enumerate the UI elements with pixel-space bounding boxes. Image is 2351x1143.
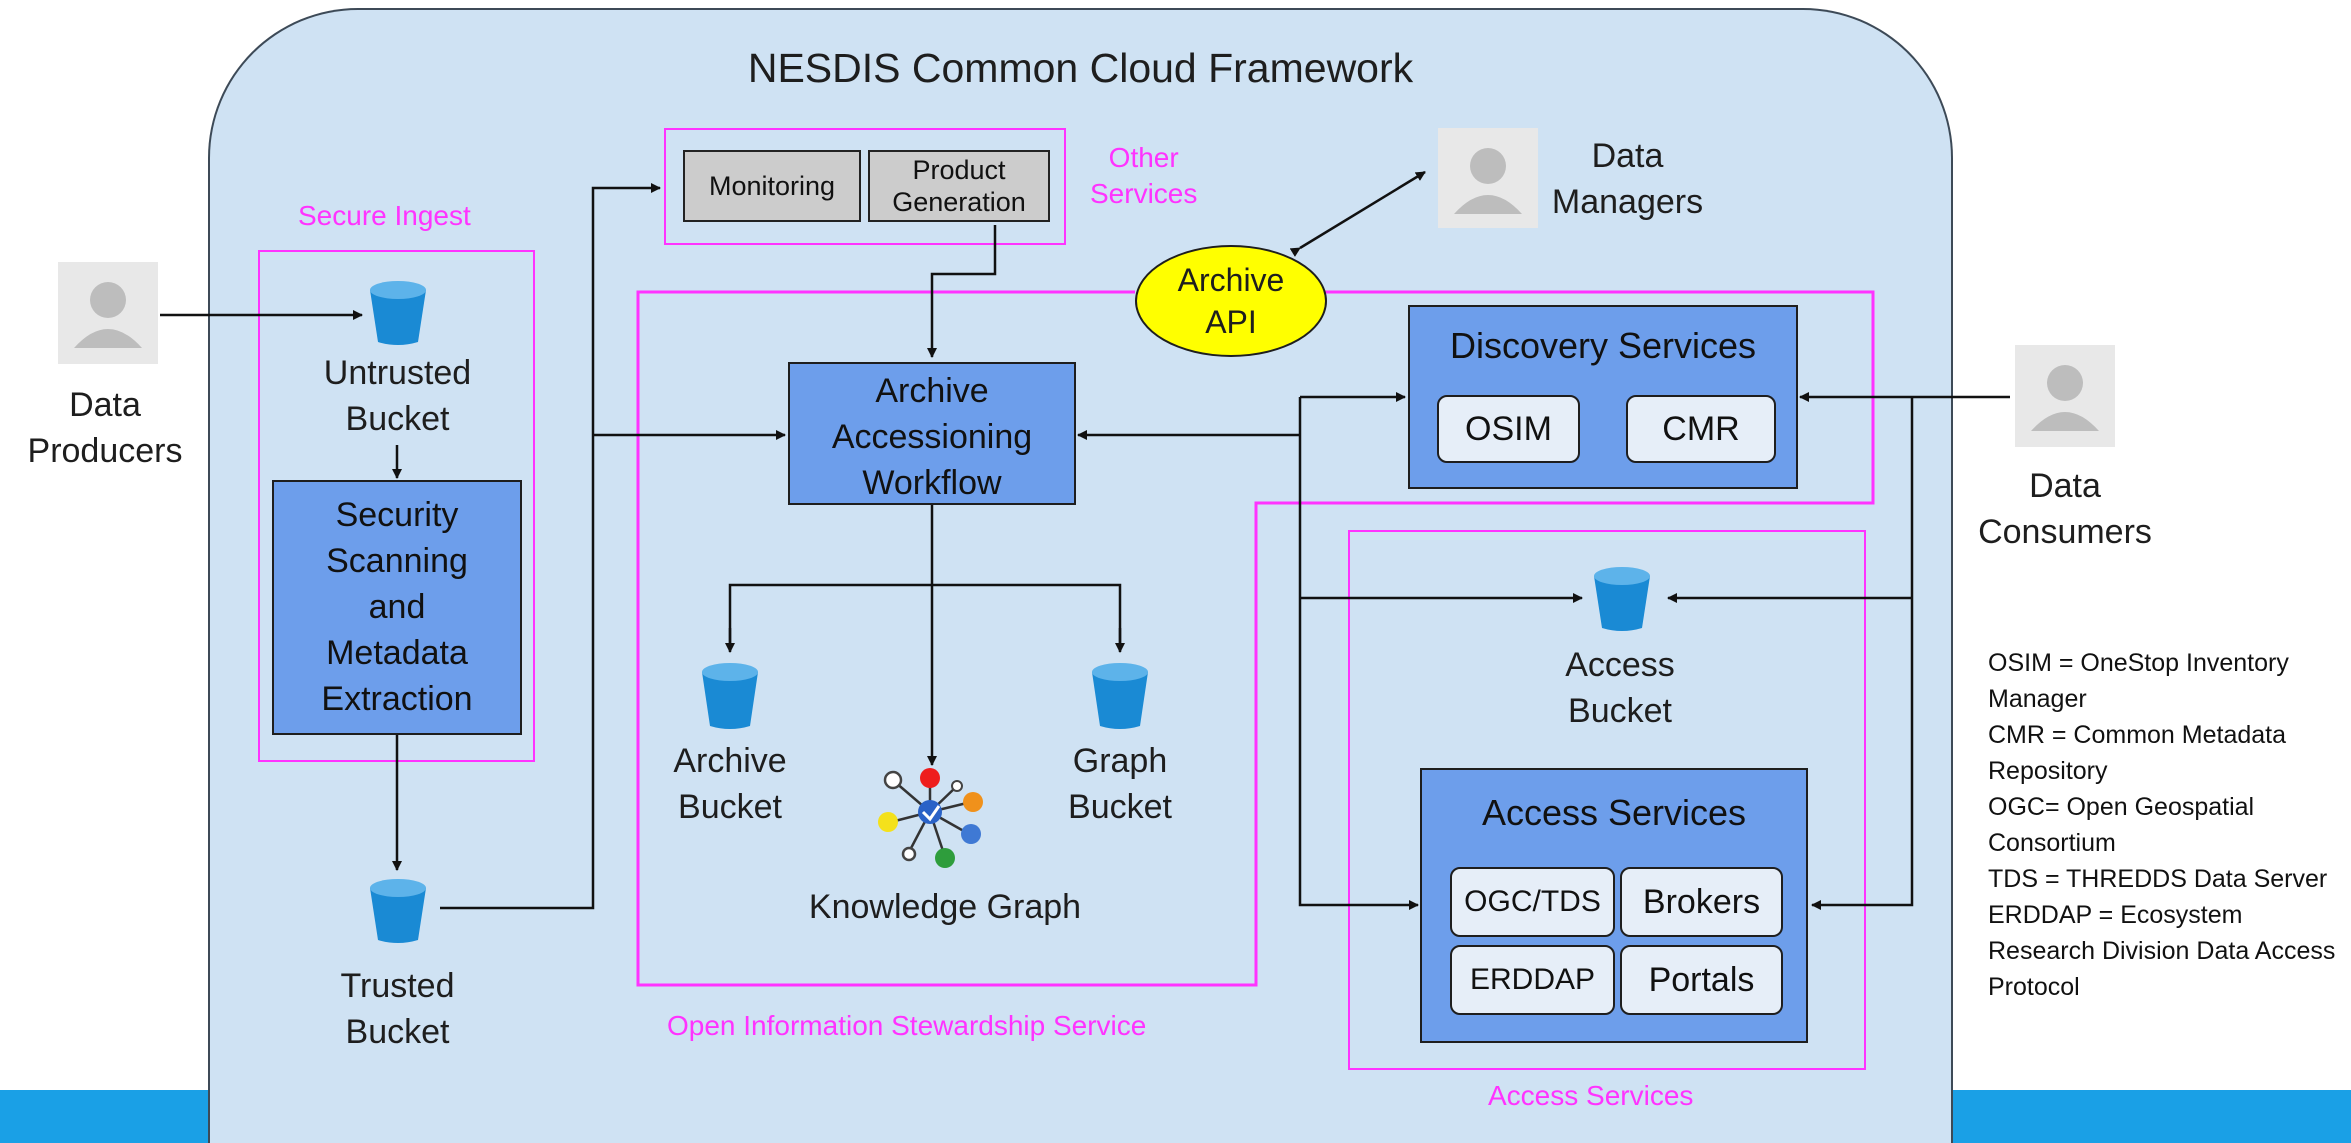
trusted-bucket-label: Trusted Bucket <box>290 963 505 1055</box>
archive-api-ellipse: Archive API <box>1135 245 1327 357</box>
untrusted-bucket-icon <box>370 281 426 345</box>
legend-line: Research Division Data Access <box>1988 937 2336 965</box>
access-bucket-label: Access Bucket <box>1520 642 1720 734</box>
access-bucket-icon <box>1594 567 1650 631</box>
producers-line2: Producers <box>27 432 183 470</box>
consumers-line1: Data <box>2029 467 2101 505</box>
scan-line3: and <box>368 588 426 626</box>
archive-workflow-box: Archive Accessioning Workflow <box>788 362 1076 505</box>
security-scanning-box: Security Scanning and Metadata Extractio… <box>272 480 522 735</box>
scan-line4: Metadata <box>326 634 468 672</box>
trusted-line2: Bucket <box>345 1013 450 1051</box>
untrusted-line1: Untrusted <box>323 354 472 392</box>
workflow-line2: Accessioning <box>831 418 1033 456</box>
data-producers-person-icon <box>58 262 158 364</box>
other-services-label: Other Services <box>1090 140 1197 212</box>
graph-bucket-label: Graph Bucket <box>1020 738 1220 830</box>
data-managers-label: Data Managers <box>1530 133 1725 225</box>
legend-line: OSIM = OneStop Inventory <box>1988 649 2289 677</box>
data-consumers-person-icon <box>2015 345 2115 447</box>
ogc-tds-box: OGC/TDS <box>1450 867 1615 937</box>
consumers-line2: Consumers <box>1978 513 2152 551</box>
legend-line: TDS = THREDDS Data Server <box>1988 865 2328 893</box>
knowledge-graph-label: Knowledge Graph <box>808 888 1082 926</box>
access-services-label: Access Services <box>1488 1080 1694 1111</box>
access-bucket-line1: Access <box>1565 646 1675 684</box>
access-services-box <box>1348 530 1866 1070</box>
managers-line2: Managers <box>1551 183 1704 221</box>
framework-title: NESDIS Common Cloud Framework <box>747 45 1414 91</box>
scan-line2: Scanning <box>326 542 468 580</box>
legend-line: Manager <box>1988 685 2087 713</box>
legend-line: OGC= Open Geospatial <box>1988 793 2255 821</box>
other-services-label-line2: Services <box>1090 178 1198 209</box>
legend-line: Consortium <box>1988 829 2116 857</box>
untrusted-line2: Bucket <box>345 400 450 438</box>
scan-line1: Security <box>335 496 459 534</box>
access-bucket-line2: Bucket <box>1568 692 1672 730</box>
archive-api-line1: Archive <box>1177 262 1285 298</box>
other-services-label-line1: Other <box>1108 142 1179 173</box>
scan-line5: Extraction <box>321 680 473 718</box>
managers-line1: Data <box>1591 137 1664 175</box>
discovery-services-title: Discovery Services <box>1449 325 1757 366</box>
erddap-box: ERDDAP <box>1450 945 1615 1015</box>
producers-line1: Data <box>69 386 141 424</box>
osim-box: OSIM <box>1437 395 1580 463</box>
archive-api-line2: API <box>1205 304 1257 340</box>
portals-box: Portals <box>1620 945 1783 1015</box>
trusted-bucket-icon <box>370 879 426 943</box>
graph-bucket-line1: Graph <box>1072 742 1168 780</box>
monitoring-box: Monitoring <box>683 150 861 222</box>
access-services-title: Access Services <box>1481 792 1747 833</box>
product-gen-line2: Generation <box>892 187 1026 217</box>
data-managers-person-icon <box>1438 128 1538 228</box>
product-generation-box: Product Generation <box>868 150 1050 222</box>
data-consumers-label: Data Consumers <box>1955 463 2175 555</box>
product-gen-line1: Product <box>912 155 1006 185</box>
graph-bucket-icon <box>1092 663 1148 729</box>
untrusted-bucket-label: Untrusted Bucket <box>290 350 505 442</box>
cmr-box: CMR <box>1626 395 1776 463</box>
archive-bucket-label: Archive Bucket <box>630 738 830 830</box>
stewardship-label: Open Information Stewardship Service <box>667 1010 1147 1041</box>
graph-bucket-line2: Bucket <box>1068 788 1172 826</box>
trusted-line1: Trusted <box>340 967 455 1005</box>
archive-bucket-line1: Archive <box>673 742 787 780</box>
other-services-box <box>664 128 1066 245</box>
archive-bucket-icon <box>702 663 758 729</box>
legend-line: CMR = Common Metadata <box>1988 721 2287 749</box>
brokers-box: Brokers <box>1620 867 1783 937</box>
secure-ingest-label: Secure Ingest <box>298 200 471 231</box>
legend-line: ERDDAP = Ecosystem <box>1988 901 2243 929</box>
legend-line: Protocol <box>1988 973 2080 1001</box>
data-producers-label: Data Producers <box>0 382 210 474</box>
workflow-line1: Archive <box>875 372 989 410</box>
knowledge-graph-icon <box>878 768 983 868</box>
acronym-legend: OSIM = OneStop Inventory Manager CMR = C… <box>1988 645 2348 1005</box>
archive-bucket-line2: Bucket <box>678 788 782 826</box>
workflow-line3: Workflow <box>862 464 1002 502</box>
legend-line: Repository <box>1988 757 2108 785</box>
